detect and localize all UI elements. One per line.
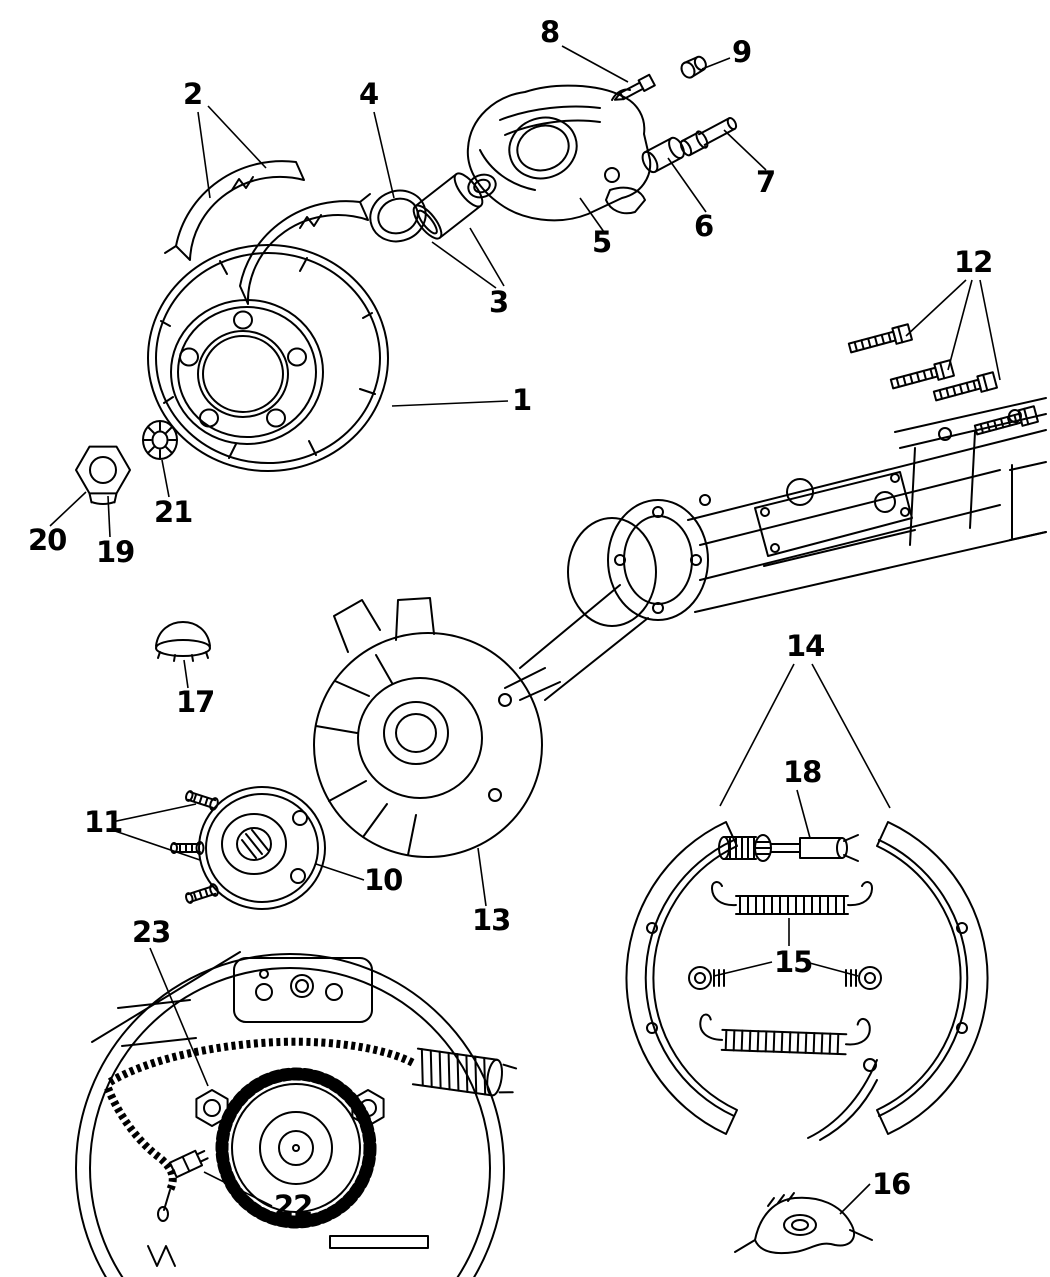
brake-dust-shield — [313, 597, 561, 858]
piston-boot — [467, 173, 497, 199]
anchor-bracket — [734, 1192, 873, 1255]
bleeder-screw — [613, 73, 656, 101]
caliper-guide-pin — [679, 117, 738, 157]
callout-6: 6 — [694, 209, 714, 243]
callout-23: 23 — [132, 915, 171, 949]
sensor-connector — [168, 1149, 209, 1179]
brake-caliper — [466, 84, 652, 222]
parking-brake-shoes — [625, 821, 989, 1141]
callout-20: 20 — [28, 523, 67, 557]
callout-9: 9 — [732, 35, 752, 69]
bleeder-cap — [680, 55, 707, 79]
callout-16: 16 — [872, 1167, 911, 1201]
callout-8: 8 — [540, 15, 560, 49]
callout-22: 22 — [274, 1189, 313, 1223]
callout-7: 7 — [756, 165, 776, 199]
brake-rotor — [147, 244, 389, 472]
callout-21: 21 — [154, 495, 193, 529]
hub-and-bearing — [170, 786, 326, 910]
callout-1: 1 — [512, 383, 532, 417]
dust-cap — [155, 621, 211, 662]
callout-4: 4 — [359, 77, 379, 111]
hold-down-right — [845, 966, 882, 990]
callout-17: 17 — [176, 685, 215, 719]
callout-10: 10 — [364, 863, 403, 897]
callout-11: 11 — [84, 805, 123, 839]
hub-nut — [75, 445, 131, 505]
piston-seal-ring — [369, 189, 427, 243]
shoe-adjuster — [718, 834, 859, 862]
hold-down-left — [688, 966, 725, 990]
callout-12: 12 — [954, 245, 993, 279]
cable-housing — [411, 1047, 518, 1097]
callout-15: 15 — [774, 945, 813, 979]
brake-pads — [164, 160, 371, 305]
callout-14: 14 — [786, 629, 825, 663]
callout-2: 2 — [183, 77, 203, 111]
callout-13: 13 — [472, 903, 511, 937]
mounting-bolts — [847, 323, 1039, 436]
wheel-studs — [170, 790, 219, 904]
guide-pin-bushing — [641, 136, 685, 174]
tone-ring-hub — [215, 1067, 377, 1229]
nut-lock-washer — [142, 420, 178, 460]
rear-axle-housing — [519, 397, 1047, 701]
callout-19: 19 — [96, 535, 135, 569]
parking-brake-cable — [104, 1037, 417, 1222]
leader-lines — [49, 45, 1001, 1215]
callout-3: 3 — [489, 285, 509, 319]
callout-5: 5 — [592, 225, 612, 259]
assembled-backing-plate — [75, 951, 518, 1277]
callout-18: 18 — [783, 755, 822, 789]
caliper-piston — [412, 172, 484, 240]
